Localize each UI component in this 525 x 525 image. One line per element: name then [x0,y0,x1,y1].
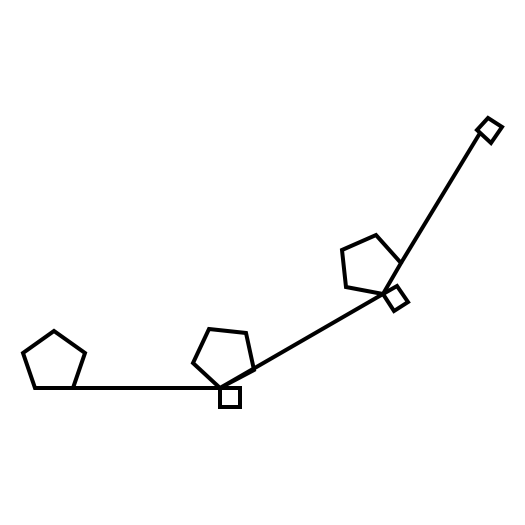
square-3 [474,115,505,147]
square-2 [380,283,411,314]
ring-3-pentagon [339,232,404,297]
connector-ring3-square3 [399,131,482,265]
square-1 [218,386,242,409]
connector-lines [73,131,482,390]
ring-2-pentagon [190,326,257,391]
ring-1-pentagon [20,328,88,390]
